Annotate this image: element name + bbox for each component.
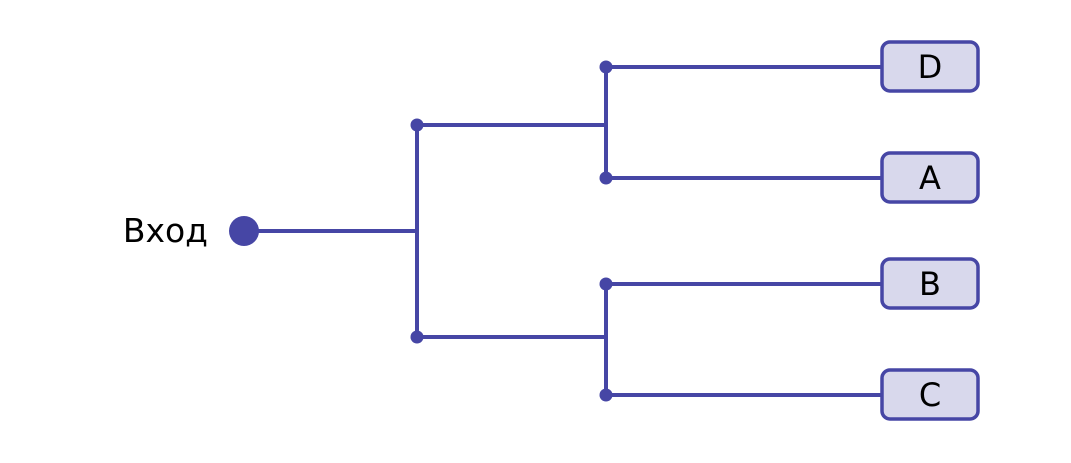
output-box-d: D [880,40,980,93]
output-label-d: D [918,48,943,86]
output-box-c-frame [880,368,980,421]
output-box-d-frame [880,40,980,93]
output-box-c: C [880,368,980,421]
output-box-b-frame [880,257,980,310]
output-box-a-frame [880,151,980,204]
leaf-junction-a [599,171,613,185]
upper-branch-junction [410,118,424,132]
leaf-junction-d [599,60,613,74]
leaf-junction-c [599,388,613,402]
input-label: Вход [123,211,208,250]
output-label-a: A [919,159,941,197]
lower-branch-junction [410,330,424,344]
leaf-junction-b [599,277,613,291]
output-box-a: A [880,151,980,204]
output-box-b: B [880,257,980,310]
output-label-c: C [919,376,941,414]
output-label-b: B [919,265,941,303]
